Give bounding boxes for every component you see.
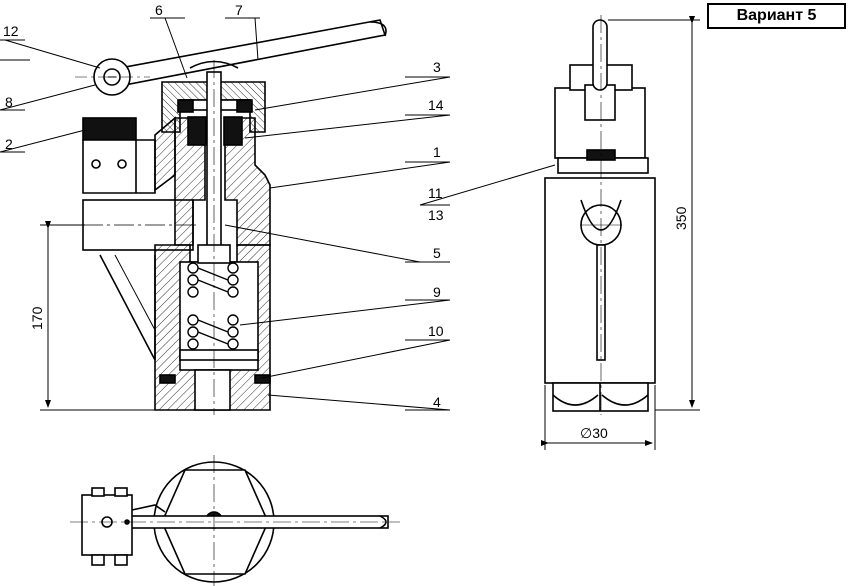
label-6: 6 <box>155 2 163 18</box>
dimension-170 <box>40 221 155 411</box>
label-4: 4 <box>433 394 441 410</box>
front-section-view <box>75 19 387 415</box>
dim-30-label: ∅30 <box>580 425 608 441</box>
dim-170-label: 170 <box>29 306 45 330</box>
label-9: 9 <box>433 284 441 300</box>
label-1: 1 <box>433 144 441 160</box>
label-5: 5 <box>433 245 441 261</box>
leader-lines-front <box>0 17 451 411</box>
bolt-hole-1 <box>91 159 101 169</box>
top-view <box>70 455 400 586</box>
gland-packing <box>187 116 207 146</box>
dimension-350 <box>608 16 700 411</box>
side-view <box>544 15 656 415</box>
bracket-arm <box>99 254 156 361</box>
bolt-hole-2 <box>117 159 127 169</box>
label-13: 13 <box>428 207 444 223</box>
lever-handle <box>118 19 387 86</box>
spring <box>187 262 239 350</box>
label-10: 10 <box>428 323 444 339</box>
label-14: 14 <box>428 97 444 113</box>
bottom-plug <box>194 369 231 411</box>
label-2: 2 <box>5 136 13 152</box>
label-12: 12 <box>3 23 19 39</box>
dimension-diameter <box>541 385 656 450</box>
variant-label: Вариант 5 <box>707 3 846 29</box>
label-3: 3 <box>433 59 441 75</box>
leader-lines-side <box>419 164 556 206</box>
part-labels: 12 6 7 8 2 3 14 1 11 13 5 9 10 4 <box>3 2 444 410</box>
label-8: 8 <box>5 94 13 110</box>
dimension-labels: 170 350 ∅30 <box>29 206 689 441</box>
label-7: 7 <box>235 2 243 18</box>
bracket-plate <box>82 117 137 141</box>
dim-350-label: 350 <box>673 206 689 230</box>
label-11: 11 <box>428 185 443 201</box>
